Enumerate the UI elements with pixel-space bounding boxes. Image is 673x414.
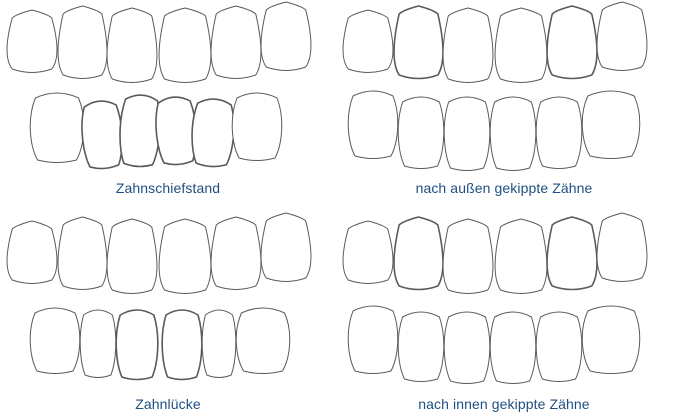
- teeth-illustration: [0, 0, 336, 180]
- panel-caption: Zahnschiefstand: [0, 180, 336, 196]
- lower-tooth: [236, 308, 290, 374]
- highlighted-upper-tooth: [394, 217, 443, 290]
- lower-tooth: [348, 91, 398, 159]
- lower-tooth: [348, 306, 398, 374]
- lower-tooth: [398, 97, 444, 169]
- highlighted-upper-tooth: [547, 217, 597, 290]
- lower-tooth: [582, 306, 639, 374]
- highlighted-lower-tooth: [116, 310, 158, 380]
- lower-tooth: [30, 308, 80, 374]
- upper-tooth: [597, 213, 647, 282]
- upper-tooth: [159, 219, 211, 294]
- highlighted-lower-tooth: [190, 98, 235, 168]
- highlighted-upper-tooth: [394, 6, 443, 79]
- panel-tooth-gap: Zahnlücke: [0, 207, 336, 414]
- upper-tooth: [495, 219, 547, 294]
- lower-tooth: [30, 93, 84, 163]
- lower-tooth: [232, 93, 282, 161]
- upper-tooth: [107, 219, 157, 294]
- panel-caption: Zahnlücke: [0, 396, 336, 412]
- panel-teeth-tilted-outward: nach außen gekippte Zähne: [336, 0, 672, 207]
- teeth-illustration: [336, 207, 672, 392]
- lower-tooth: [536, 97, 582, 169]
- upper-tooth: [261, 213, 311, 282]
- upper-tooth: [7, 10, 57, 73]
- lower-tooth: [536, 312, 582, 382]
- lower-tooth: [490, 312, 536, 384]
- lower-tooth: [80, 310, 116, 378]
- upper-tooth: [58, 6, 107, 79]
- highlighted-lower-tooth: [118, 94, 161, 167]
- upper-tooth: [211, 6, 261, 79]
- upper-tooth: [58, 217, 107, 290]
- upper-tooth: [159, 8, 211, 83]
- lower-tooth: [398, 312, 444, 382]
- lower-tooth: [444, 97, 490, 171]
- upper-tooth: [443, 8, 493, 83]
- upper-tooth: [495, 8, 547, 83]
- highlighted-lower-tooth: [162, 310, 202, 380]
- panel-teeth-tilted-inward: nach innen gekippte Zähne: [336, 207, 672, 414]
- lower-tooth: [490, 97, 536, 171]
- upper-tooth: [343, 221, 393, 284]
- teeth-illustration: [336, 0, 672, 180]
- highlighted-upper-tooth: [547, 6, 597, 79]
- upper-tooth: [107, 8, 157, 83]
- upper-tooth: [211, 217, 261, 290]
- highlighted-lower-tooth: [80, 100, 124, 170]
- upper-tooth: [443, 219, 493, 294]
- upper-tooth: [343, 10, 393, 73]
- upper-tooth: [261, 2, 311, 71]
- panel-crooked-teeth: Zahnschiefstand: [0, 0, 336, 207]
- lower-tooth: [202, 310, 236, 378]
- panel-caption: nach innen gekippte Zähne: [336, 396, 672, 412]
- lower-tooth: [444, 312, 490, 384]
- teeth-illustration: [0, 207, 336, 392]
- upper-tooth: [597, 2, 647, 71]
- upper-tooth: [7, 221, 57, 284]
- lower-tooth: [582, 91, 639, 159]
- panel-caption: nach außen gekippte Zähne: [336, 180, 672, 196]
